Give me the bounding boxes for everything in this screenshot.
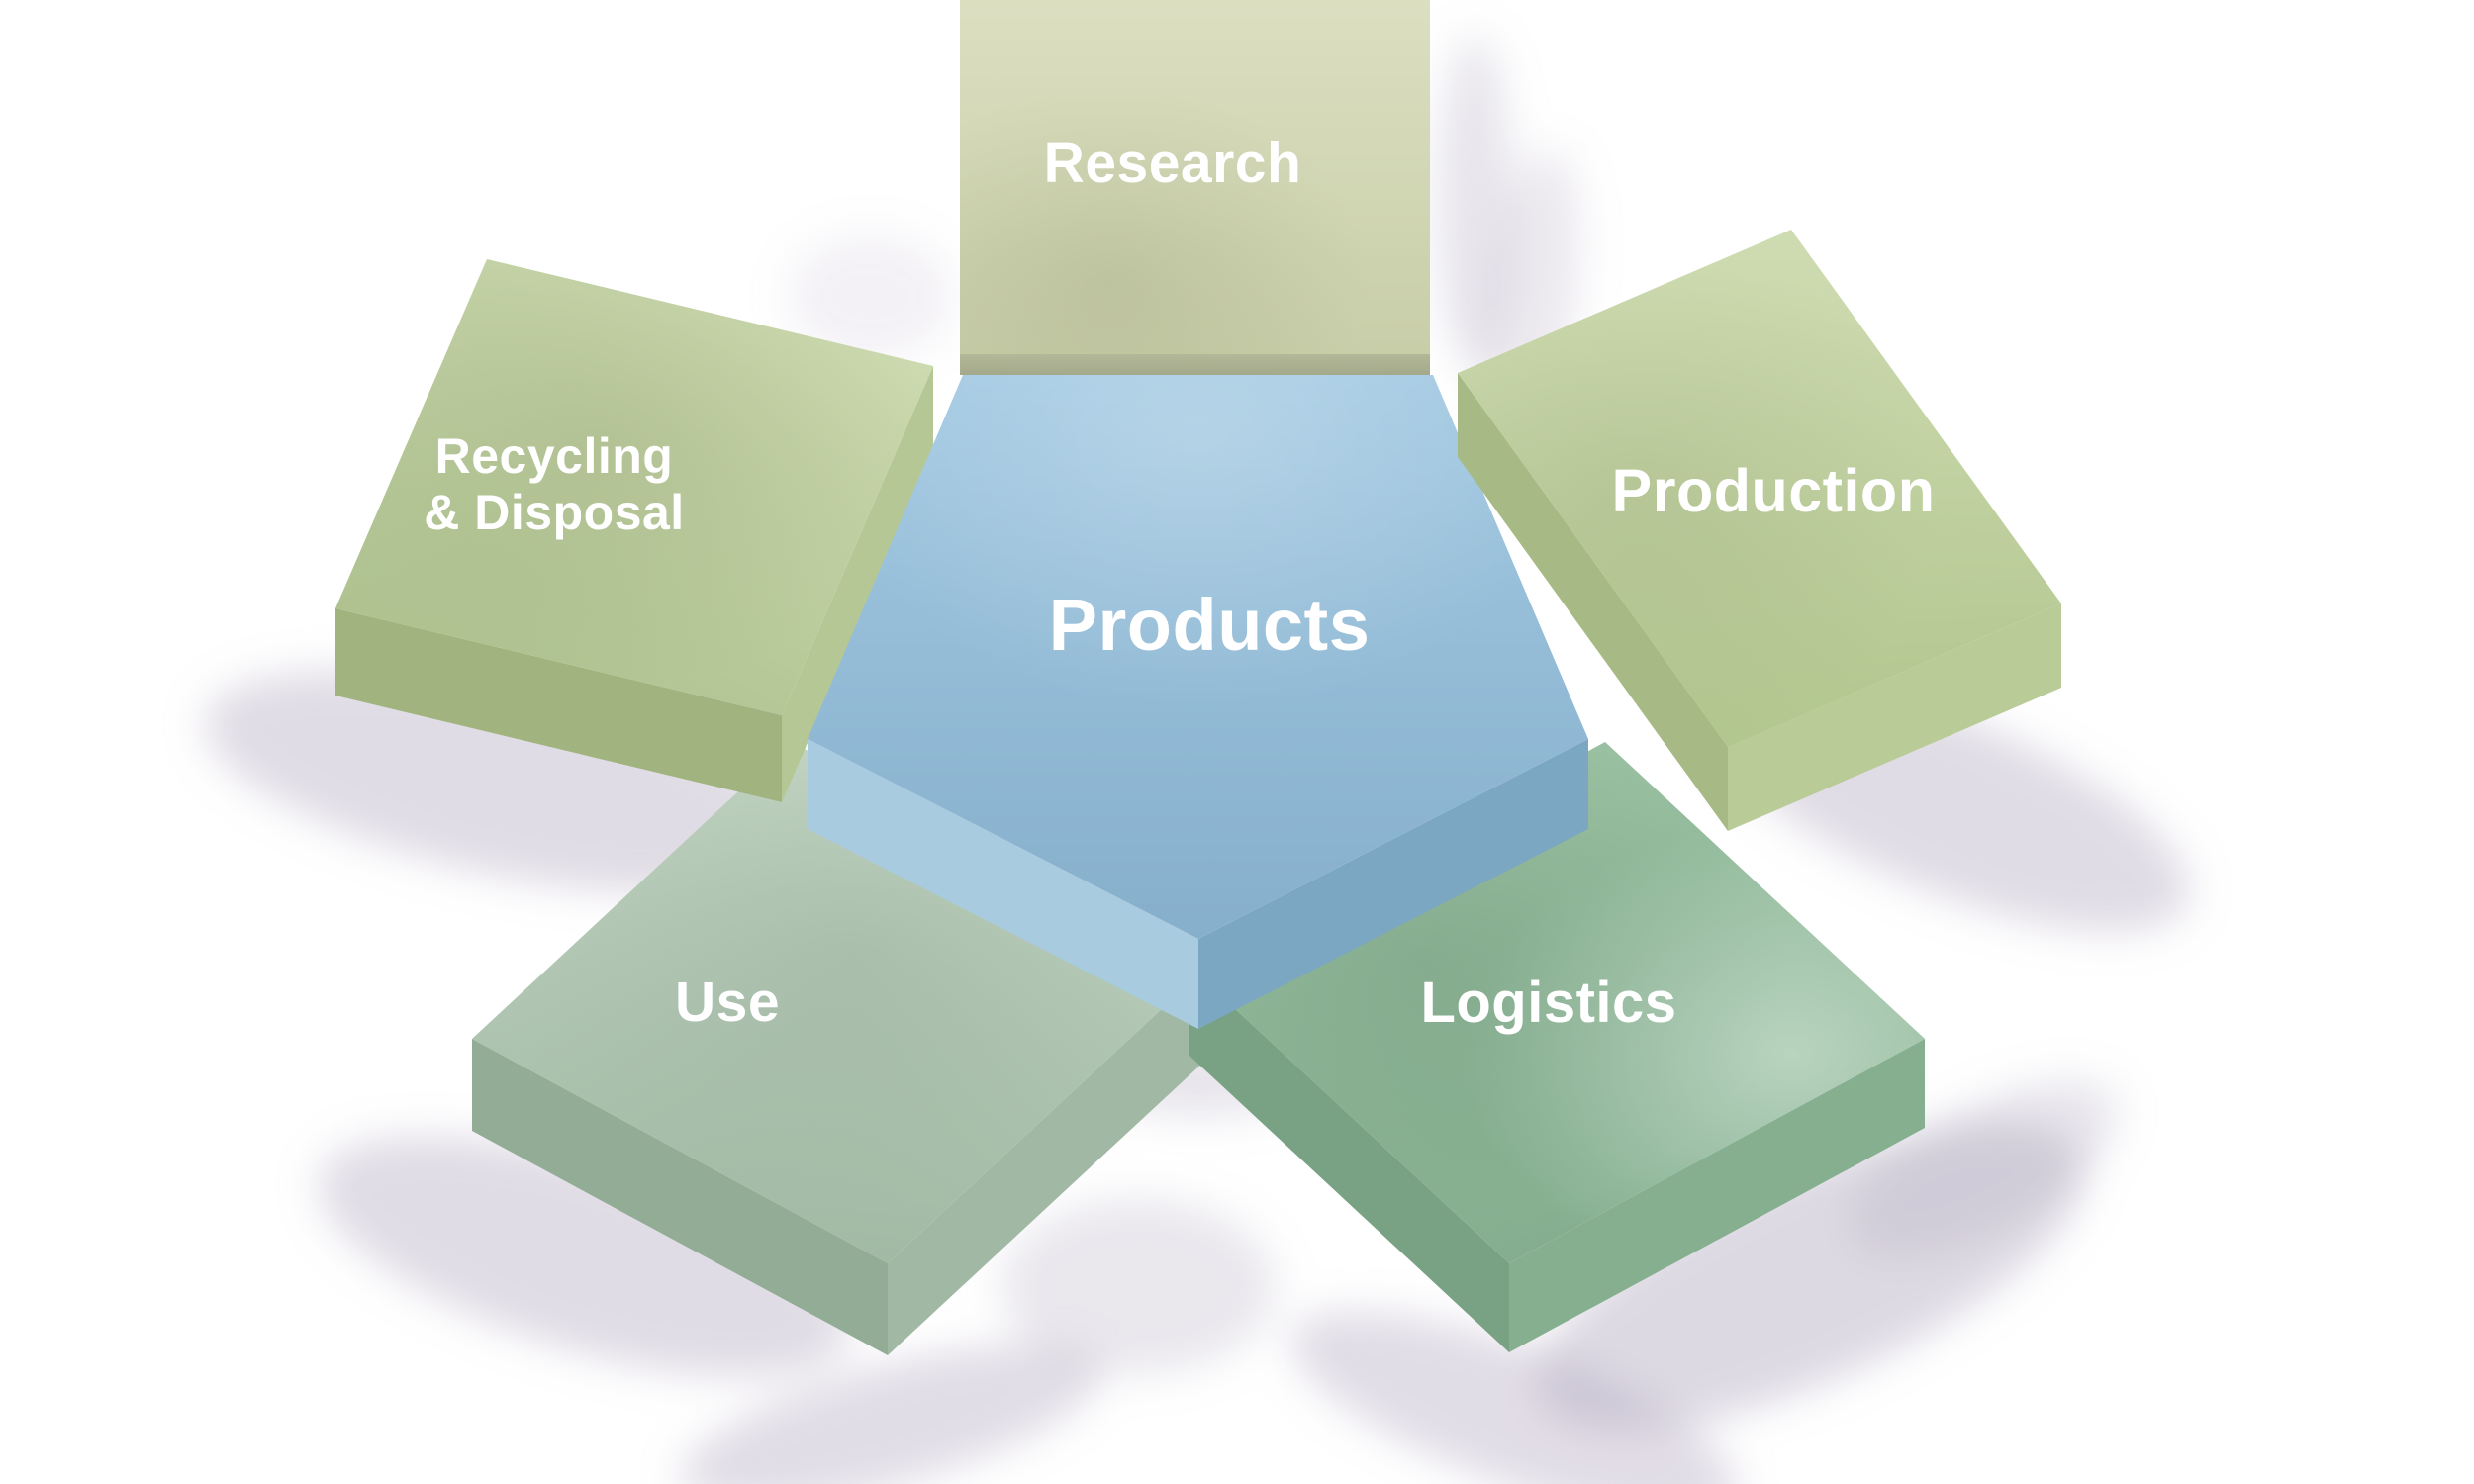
recycling-label-line2: & Disposal <box>424 485 684 540</box>
shadow-recycling-corner <box>787 232 955 361</box>
use-tile-left-face <box>472 1039 888 1355</box>
logistics-tile-left-face <box>1189 967 1509 1352</box>
products-label: Products <box>1049 584 1371 666</box>
tile-recycling-disposal: Recycling & Disposal <box>335 259 933 802</box>
production-tile-right-face <box>1728 603 2061 831</box>
production-tile-top-face-shade <box>1458 230 2061 747</box>
recycling-tile-left-face <box>335 608 782 802</box>
recycling-tile-right-face <box>782 366 933 802</box>
shadow-layer <box>204 35 2191 1484</box>
use-tile-right-face <box>888 967 1207 1355</box>
use-label: Use <box>675 971 780 1034</box>
research-tile-top-face-shade <box>960 0 1430 354</box>
recycling-label-line1: Recycling <box>435 428 674 484</box>
research-label: Research <box>1044 132 1302 195</box>
research-tile-front-edge <box>960 354 1430 375</box>
shadow-use-tip <box>679 1344 1102 1484</box>
pentagon-top-face-highlight <box>808 375 1588 939</box>
logistics-tile-right-face <box>1509 1039 1925 1352</box>
tile-production: Production <box>1458 230 2061 831</box>
pentagon-left-face <box>808 739 1198 1029</box>
shadow-use-below-left <box>317 1135 851 1378</box>
shadow-logistics-right-small <box>1850 1078 2119 1256</box>
shadow-center-bottom <box>999 1197 1277 1375</box>
production-tile-left-face <box>1458 373 1728 831</box>
pentagon-products: Products <box>808 375 1588 1029</box>
production-label: Production <box>1612 457 1936 524</box>
shadow-logistics-tip <box>1289 1310 1739 1484</box>
logistics-label: Logistics <box>1420 971 1676 1035</box>
recycling-tile-top-face-shade <box>335 259 933 715</box>
pentagon-right-face <box>1198 739 1588 1029</box>
tile-research: Research <box>960 0 1430 375</box>
shadow-recycling-below <box>204 669 806 894</box>
